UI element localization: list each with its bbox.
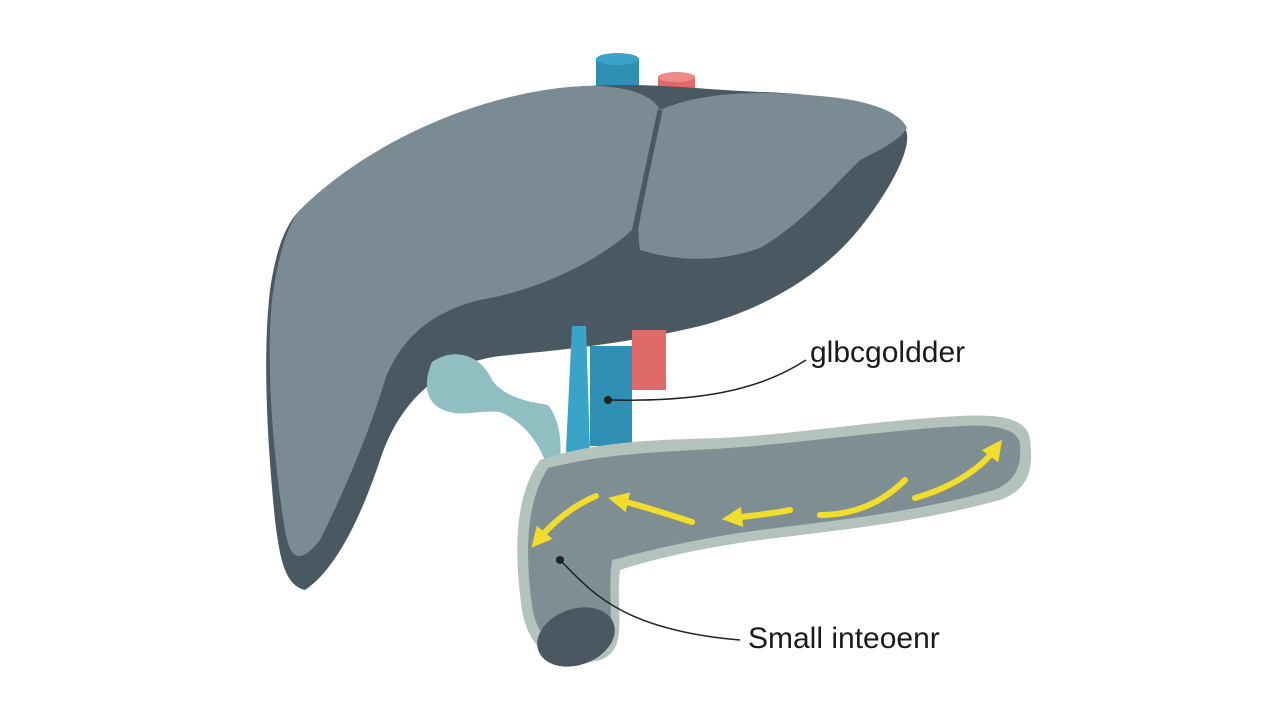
flow-arrow-3	[721, 506, 793, 528]
flow-arrow-2	[817, 477, 908, 518]
gallbladder-label: glbcgoldder	[810, 336, 965, 369]
gallbladder-leader-line	[609, 359, 807, 401]
gallbladder	[426, 354, 561, 470]
upper-portal-vein-top	[596, 53, 639, 65]
small-intestine-callout: Small inteoenr	[556, 556, 940, 655]
lower-portal-vein	[590, 346, 632, 446]
flow-arrow-5	[531, 493, 599, 548]
flow-arrow-4	[608, 492, 695, 525]
bile-duct	[566, 326, 590, 470]
intestine-lumen-opening	[537, 607, 615, 667]
liver-ligament-groove	[631, 109, 663, 241]
small-intestine-label: Small inteoenr	[748, 622, 940, 655]
lower-vessels	[566, 326, 666, 470]
small-intestine-leader-dot	[556, 556, 564, 564]
small-intestine	[517, 415, 1032, 667]
liver-right-lobe	[269, 86, 660, 557]
liver-left-lobe	[638, 92, 907, 259]
gallbladder-callout: glbcgoldder	[604, 336, 965, 404]
liver	[266, 84, 908, 591]
lower-artery	[632, 330, 666, 390]
gallbladder-body	[426, 354, 561, 470]
gallbladder-leader-dot	[604, 396, 612, 404]
small-intestine-leader-line	[559, 559, 741, 641]
flow-arrow-1	[912, 439, 1003, 501]
flow-arrows	[531, 439, 1003, 548]
intestine-body	[528, 425, 1021, 653]
upper-artery-top	[658, 72, 695, 82]
